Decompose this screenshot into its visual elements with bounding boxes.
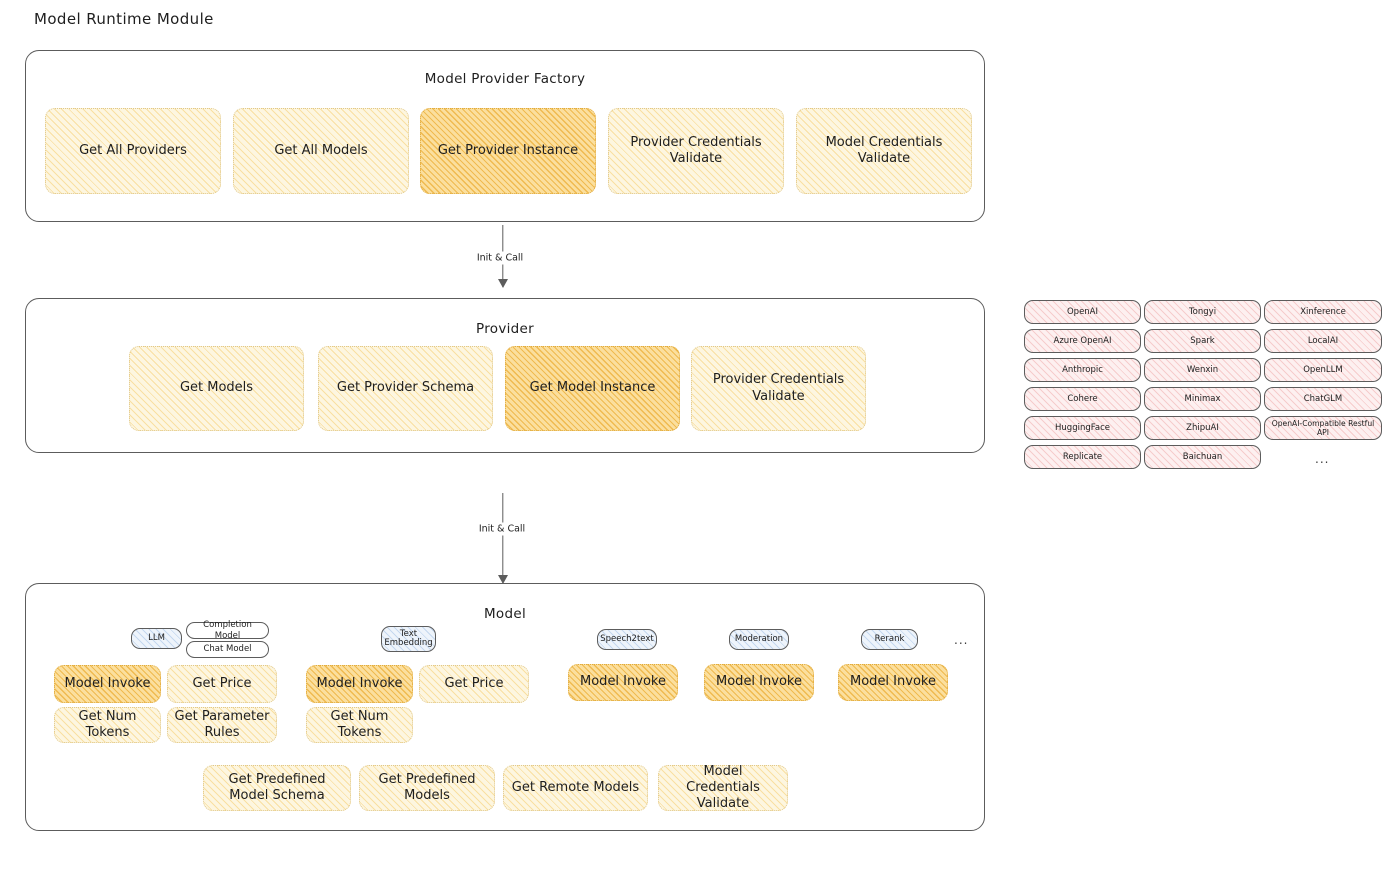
arrow-line [502, 493, 504, 583]
provider-node-get-model-instance[interactable]: Get Model Instance [505, 346, 680, 431]
provider-chip-huggingface[interactable]: HuggingFace [1024, 416, 1141, 440]
provider-list-more-ellipsis: ... [1315, 452, 1330, 466]
factory-node-get-all-models[interactable]: Get All Models [233, 108, 409, 194]
text-embedding-method-model-invoke[interactable]: Model Invoke [306, 665, 413, 703]
factory-node-model-credentials-validate[interactable]: Model Credentials Validate [796, 108, 972, 194]
provider-node-get-models[interactable]: Get Models [129, 346, 304, 431]
page-title: Model Runtime Module [34, 10, 214, 28]
model-type-badge-moderation[interactable]: Moderation [729, 629, 789, 650]
provider-node-get-provider-schema[interactable]: Get Provider Schema [318, 346, 493, 431]
factory-node-provider-credentials-validate[interactable]: Provider Credentials Validate [608, 108, 784, 194]
provider-node-provider-credentials-validate[interactable]: Provider Credentials Validate [691, 346, 866, 431]
arrow-head [498, 279, 508, 288]
provider-chip-wenxin[interactable]: Wenxin [1144, 358, 1261, 382]
moderation-method-model-invoke[interactable]: Model Invoke [704, 664, 814, 701]
provider-group: Provider Get Models Get Provider Schema … [25, 298, 1000, 468]
model-types-more-ellipsis: ... [954, 633, 969, 647]
arrow-label-init-call-2: Init & Call [474, 522, 530, 536]
provider-chip-anthropic[interactable]: Anthropic [1024, 358, 1141, 382]
provider-chip-cohere[interactable]: Cohere [1024, 387, 1141, 411]
model-provider-factory-title: Model Provider Factory [424, 71, 586, 87]
model-type-badge-llm[interactable]: LLM [131, 628, 182, 649]
model-common-get-remote-models[interactable]: Get Remote Models [503, 765, 648, 811]
model-common-model-credentials-validate[interactable]: Model Credentials Validate [658, 764, 788, 811]
text-embedding-method-get-price[interactable]: Get Price [419, 665, 529, 703]
model-type-badge-rerank[interactable]: Rerank [861, 629, 918, 650]
provider-chip-localai[interactable]: LocalAI [1264, 329, 1382, 353]
arrow-head [498, 575, 508, 584]
provider-chip-xinference[interactable]: Xinference [1264, 300, 1382, 324]
model-type-badge-speech2text[interactable]: Speech2text [597, 629, 657, 650]
provider-chip-tongyi[interactable]: Tongyi [1144, 300, 1261, 324]
speech2text-method-model-invoke[interactable]: Model Invoke [568, 664, 678, 701]
model-provider-factory-group: Model Provider Factory Get All Providers… [25, 50, 985, 222]
provider-chip-replicate[interactable]: Replicate [1024, 445, 1141, 469]
provider-chip-chatglm[interactable]: ChatGLM [1264, 387, 1382, 411]
rerank-method-model-invoke[interactable]: Model Invoke [838, 664, 948, 701]
model-common-get-predefined-model-schema[interactable]: Get Predefined Model Schema [203, 765, 351, 811]
llm-method-get-parameter-rules[interactable]: Get Parameter Rules [167, 707, 277, 743]
provider-title: Provider [476, 321, 534, 337]
provider-chip-zhipuai[interactable]: ZhipuAI [1144, 416, 1261, 440]
model-common-get-predefined-models[interactable]: Get Predefined Models [359, 765, 495, 811]
model-title: Model [483, 606, 527, 622]
model-type-badge-text-embedding[interactable]: Text Embedding [381, 626, 436, 652]
llm-method-get-num-tokens[interactable]: Get Num Tokens [54, 707, 161, 743]
model-type-subbadge-chat-model[interactable]: Chat Model [186, 641, 269, 658]
provider-chip-azure-openai[interactable]: Azure OpenAI [1024, 329, 1141, 353]
provider-chip-spark[interactable]: Spark [1144, 329, 1261, 353]
factory-node-get-provider-instance[interactable]: Get Provider Instance [420, 108, 596, 194]
arrow-provider-to-model [495, 493, 511, 584]
llm-method-get-price[interactable]: Get Price [167, 665, 277, 703]
provider-chip-openllm[interactable]: OpenLLM [1264, 358, 1382, 382]
model-type-subbadge-completion-model[interactable]: Completion Model [186, 620, 269, 641]
text-embedding-method-get-num-tokens[interactable]: Get Num Tokens [306, 707, 413, 743]
llm-method-model-invoke[interactable]: Model Invoke [54, 665, 161, 703]
provider-chip-openai-compatible-restful-api[interactable]: OpenAI-Compatible Restful API [1264, 416, 1382, 440]
provider-chip-baichuan[interactable]: Baichuan [1144, 445, 1261, 469]
provider-list: OpenAI Azure OpenAI Anthropic Cohere Hug… [1024, 300, 1382, 475]
provider-chip-openai[interactable]: OpenAI [1024, 300, 1141, 324]
arrow-label-init-call-1: Init & Call [472, 251, 528, 265]
factory-node-get-all-providers[interactable]: Get All Providers [45, 108, 221, 194]
model-group: Model LLM Completion Model Chat Model Mo… [25, 583, 1000, 846]
provider-chip-minimax[interactable]: Minimax [1144, 387, 1261, 411]
